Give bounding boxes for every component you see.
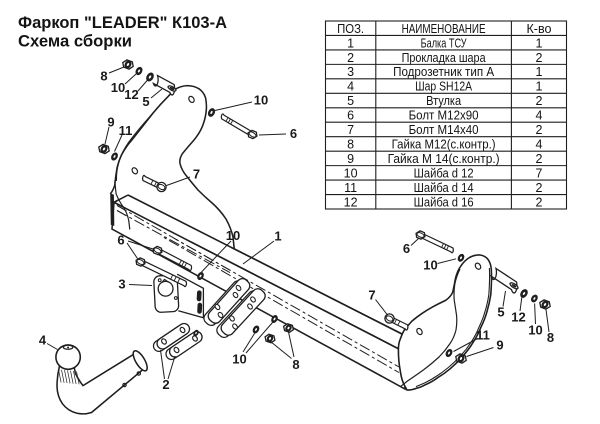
svg-text:Схема сборки: Схема сборки	[18, 32, 132, 51]
svg-text:7: 7	[368, 288, 375, 303]
svg-text:Шайба d 16: Шайба d 16	[414, 195, 474, 209]
svg-text:10: 10	[226, 228, 240, 243]
svg-text:8: 8	[547, 330, 554, 345]
svg-text:2: 2	[536, 94, 543, 108]
svg-text:8: 8	[100, 69, 107, 84]
svg-text:11: 11	[476, 328, 490, 343]
svg-text:12: 12	[511, 310, 525, 325]
svg-text:2: 2	[536, 181, 543, 195]
svg-text:1: 1	[536, 80, 543, 94]
svg-text:Фаркоп "LEADER" К103-А: Фаркоп "LEADER" К103-А	[18, 13, 227, 32]
svg-text:Болт М14х40: Болт М14х40	[409, 123, 479, 137]
svg-text:1: 1	[347, 36, 354, 50]
svg-text:9: 9	[107, 115, 114, 130]
svg-text:6: 6	[403, 241, 410, 256]
svg-text:5: 5	[142, 94, 149, 109]
svg-text:1: 1	[274, 229, 281, 244]
svg-text:Шар SH12A: Шар SH12A	[415, 80, 473, 94]
svg-text:5: 5	[497, 305, 504, 320]
svg-text:10: 10	[423, 258, 437, 273]
svg-text:4: 4	[347, 80, 354, 94]
svg-text:9: 9	[496, 338, 503, 353]
svg-text:Гайка М 14(с.контр.): Гайка М 14(с.контр.)	[388, 152, 500, 166]
svg-text:7: 7	[347, 123, 354, 137]
svg-text:12: 12	[344, 195, 358, 209]
svg-text:4: 4	[39, 333, 47, 348]
svg-text:НАИМЕНОВАНИЕ: НАИМЕНОВАНИЕ	[402, 22, 486, 36]
svg-text:Гайка М12(с.контр.): Гайка М12(с.контр.)	[392, 138, 496, 152]
svg-text:7: 7	[536, 166, 543, 180]
svg-text:9: 9	[347, 152, 354, 166]
svg-text:7: 7	[193, 167, 200, 182]
svg-text:10: 10	[344, 166, 358, 180]
svg-text:Подрозетник тип А: Подрозетник тип А	[393, 65, 495, 79]
svg-text:8: 8	[292, 357, 299, 372]
svg-text:10: 10	[111, 80, 125, 95]
svg-text:8: 8	[347, 138, 354, 152]
svg-text:Шайба d 14: Шайба d 14	[414, 181, 474, 195]
svg-text:6: 6	[290, 126, 297, 141]
svg-text:5: 5	[347, 94, 354, 108]
svg-text:2: 2	[536, 51, 543, 65]
svg-text:3: 3	[118, 277, 125, 292]
svg-text:1: 1	[536, 36, 543, 50]
svg-text:ПОЗ.: ПОЗ.	[337, 22, 364, 36]
svg-text:Болт М12х90: Болт М12х90	[409, 109, 479, 123]
svg-text:10: 10	[528, 323, 542, 338]
svg-text:4: 4	[536, 138, 543, 152]
svg-text:2: 2	[536, 152, 543, 166]
svg-text:3: 3	[347, 65, 354, 79]
svg-text:11: 11	[119, 123, 133, 138]
svg-text:6: 6	[117, 233, 124, 248]
svg-text:2: 2	[162, 377, 169, 392]
svg-text:Втулка: Втулка	[426, 94, 461, 108]
svg-text:4: 4	[536, 109, 543, 123]
svg-text:Балка ТСУ: Балка ТСУ	[421, 36, 467, 50]
svg-text:Прокладка шара: Прокладка шара	[402, 51, 486, 65]
svg-text:12: 12	[124, 87, 138, 102]
svg-text:Шайба d 12: Шайба d 12	[414, 166, 474, 180]
svg-text:6: 6	[347, 109, 354, 123]
svg-text:1: 1	[536, 65, 543, 79]
svg-text:10: 10	[254, 93, 268, 108]
svg-text:2: 2	[536, 195, 543, 209]
svg-text:2: 2	[347, 51, 354, 65]
svg-text:11: 11	[344, 181, 357, 195]
svg-text:К-во: К-во	[527, 22, 552, 36]
svg-text:2: 2	[536, 123, 543, 137]
svg-text:10: 10	[232, 352, 246, 367]
